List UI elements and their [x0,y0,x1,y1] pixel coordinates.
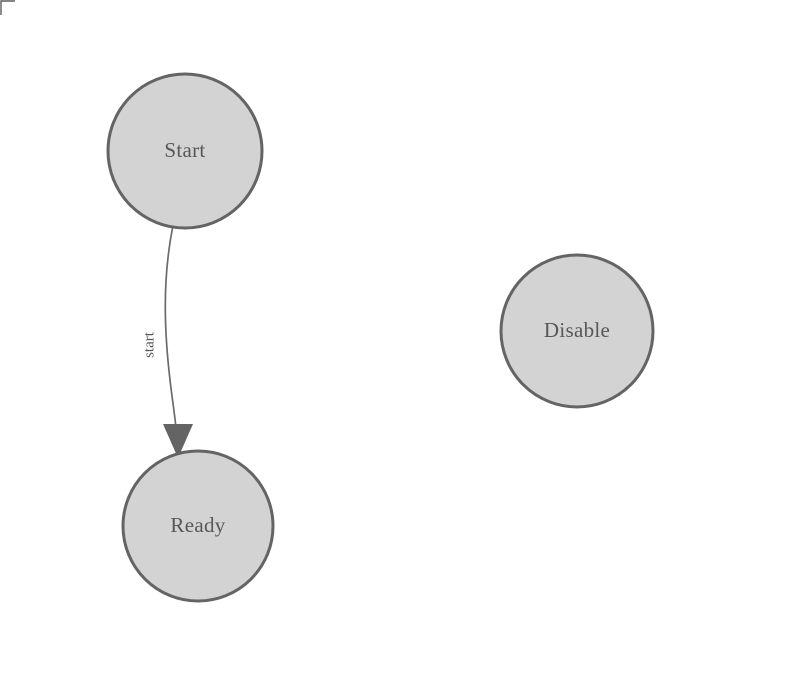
canvas-corner-mark [0,0,15,15]
arrowhead-icon [163,424,193,458]
state-node-circle [499,253,655,409]
state-node-label: Disable [544,318,610,342]
edge-start-to-ready[interactable]: start [141,227,193,458]
state-node-disable[interactable]: Disable [499,253,655,409]
state-node-circle [121,449,275,603]
state-node-label: Ready [170,513,225,537]
edge-label-start: start [141,331,157,358]
state-node-start[interactable]: Start [106,72,264,230]
state-node-ready[interactable]: Ready [121,449,275,603]
edge-line [164,227,179,448]
state-node-label: Start [164,138,205,162]
state-node-circle [106,72,264,230]
